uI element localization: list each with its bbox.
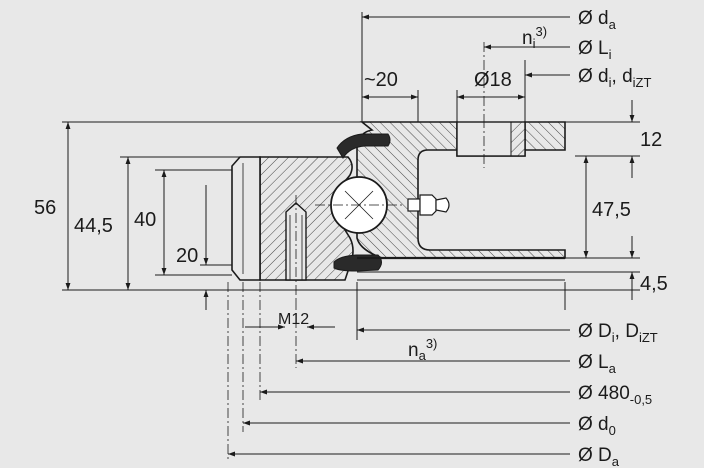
dim-44-5: 44,5: [74, 215, 113, 237]
dim-hole-dia-18: Ø18: [474, 69, 512, 91]
label-na: na3): [408, 336, 437, 363]
dim-4-5: 4,5: [640, 273, 668, 295]
grease-nipple: [407, 194, 450, 216]
dim-approx-20: ~20: [364, 69, 398, 91]
top-seal: [336, 133, 391, 159]
label-di-dizt-bottom: Ø Di, DiZT: [578, 321, 658, 345]
dim-47-5: 47,5: [592, 199, 631, 221]
outer-ring-flange: [231, 156, 261, 281]
label-la: Ø La: [578, 352, 617, 376]
label-di-dizt: Ø di, diZT: [578, 66, 651, 90]
label-Da: Ø Da: [578, 445, 620, 468]
label-d0: Ø d0: [578, 414, 616, 438]
label-480: Ø 480-0,5: [578, 383, 652, 407]
threaded-hole: [285, 202, 307, 281]
label-ni: ni3): [522, 24, 547, 51]
dim-56: 56: [34, 197, 56, 219]
label-li: Ø Li: [578, 38, 612, 62]
label-m12: M12: [278, 311, 309, 328]
dim-20: 20: [176, 245, 198, 267]
label-da: Ø da: [578, 8, 617, 32]
dim-40: 40: [134, 209, 156, 231]
dim-12: 12: [640, 129, 662, 151]
